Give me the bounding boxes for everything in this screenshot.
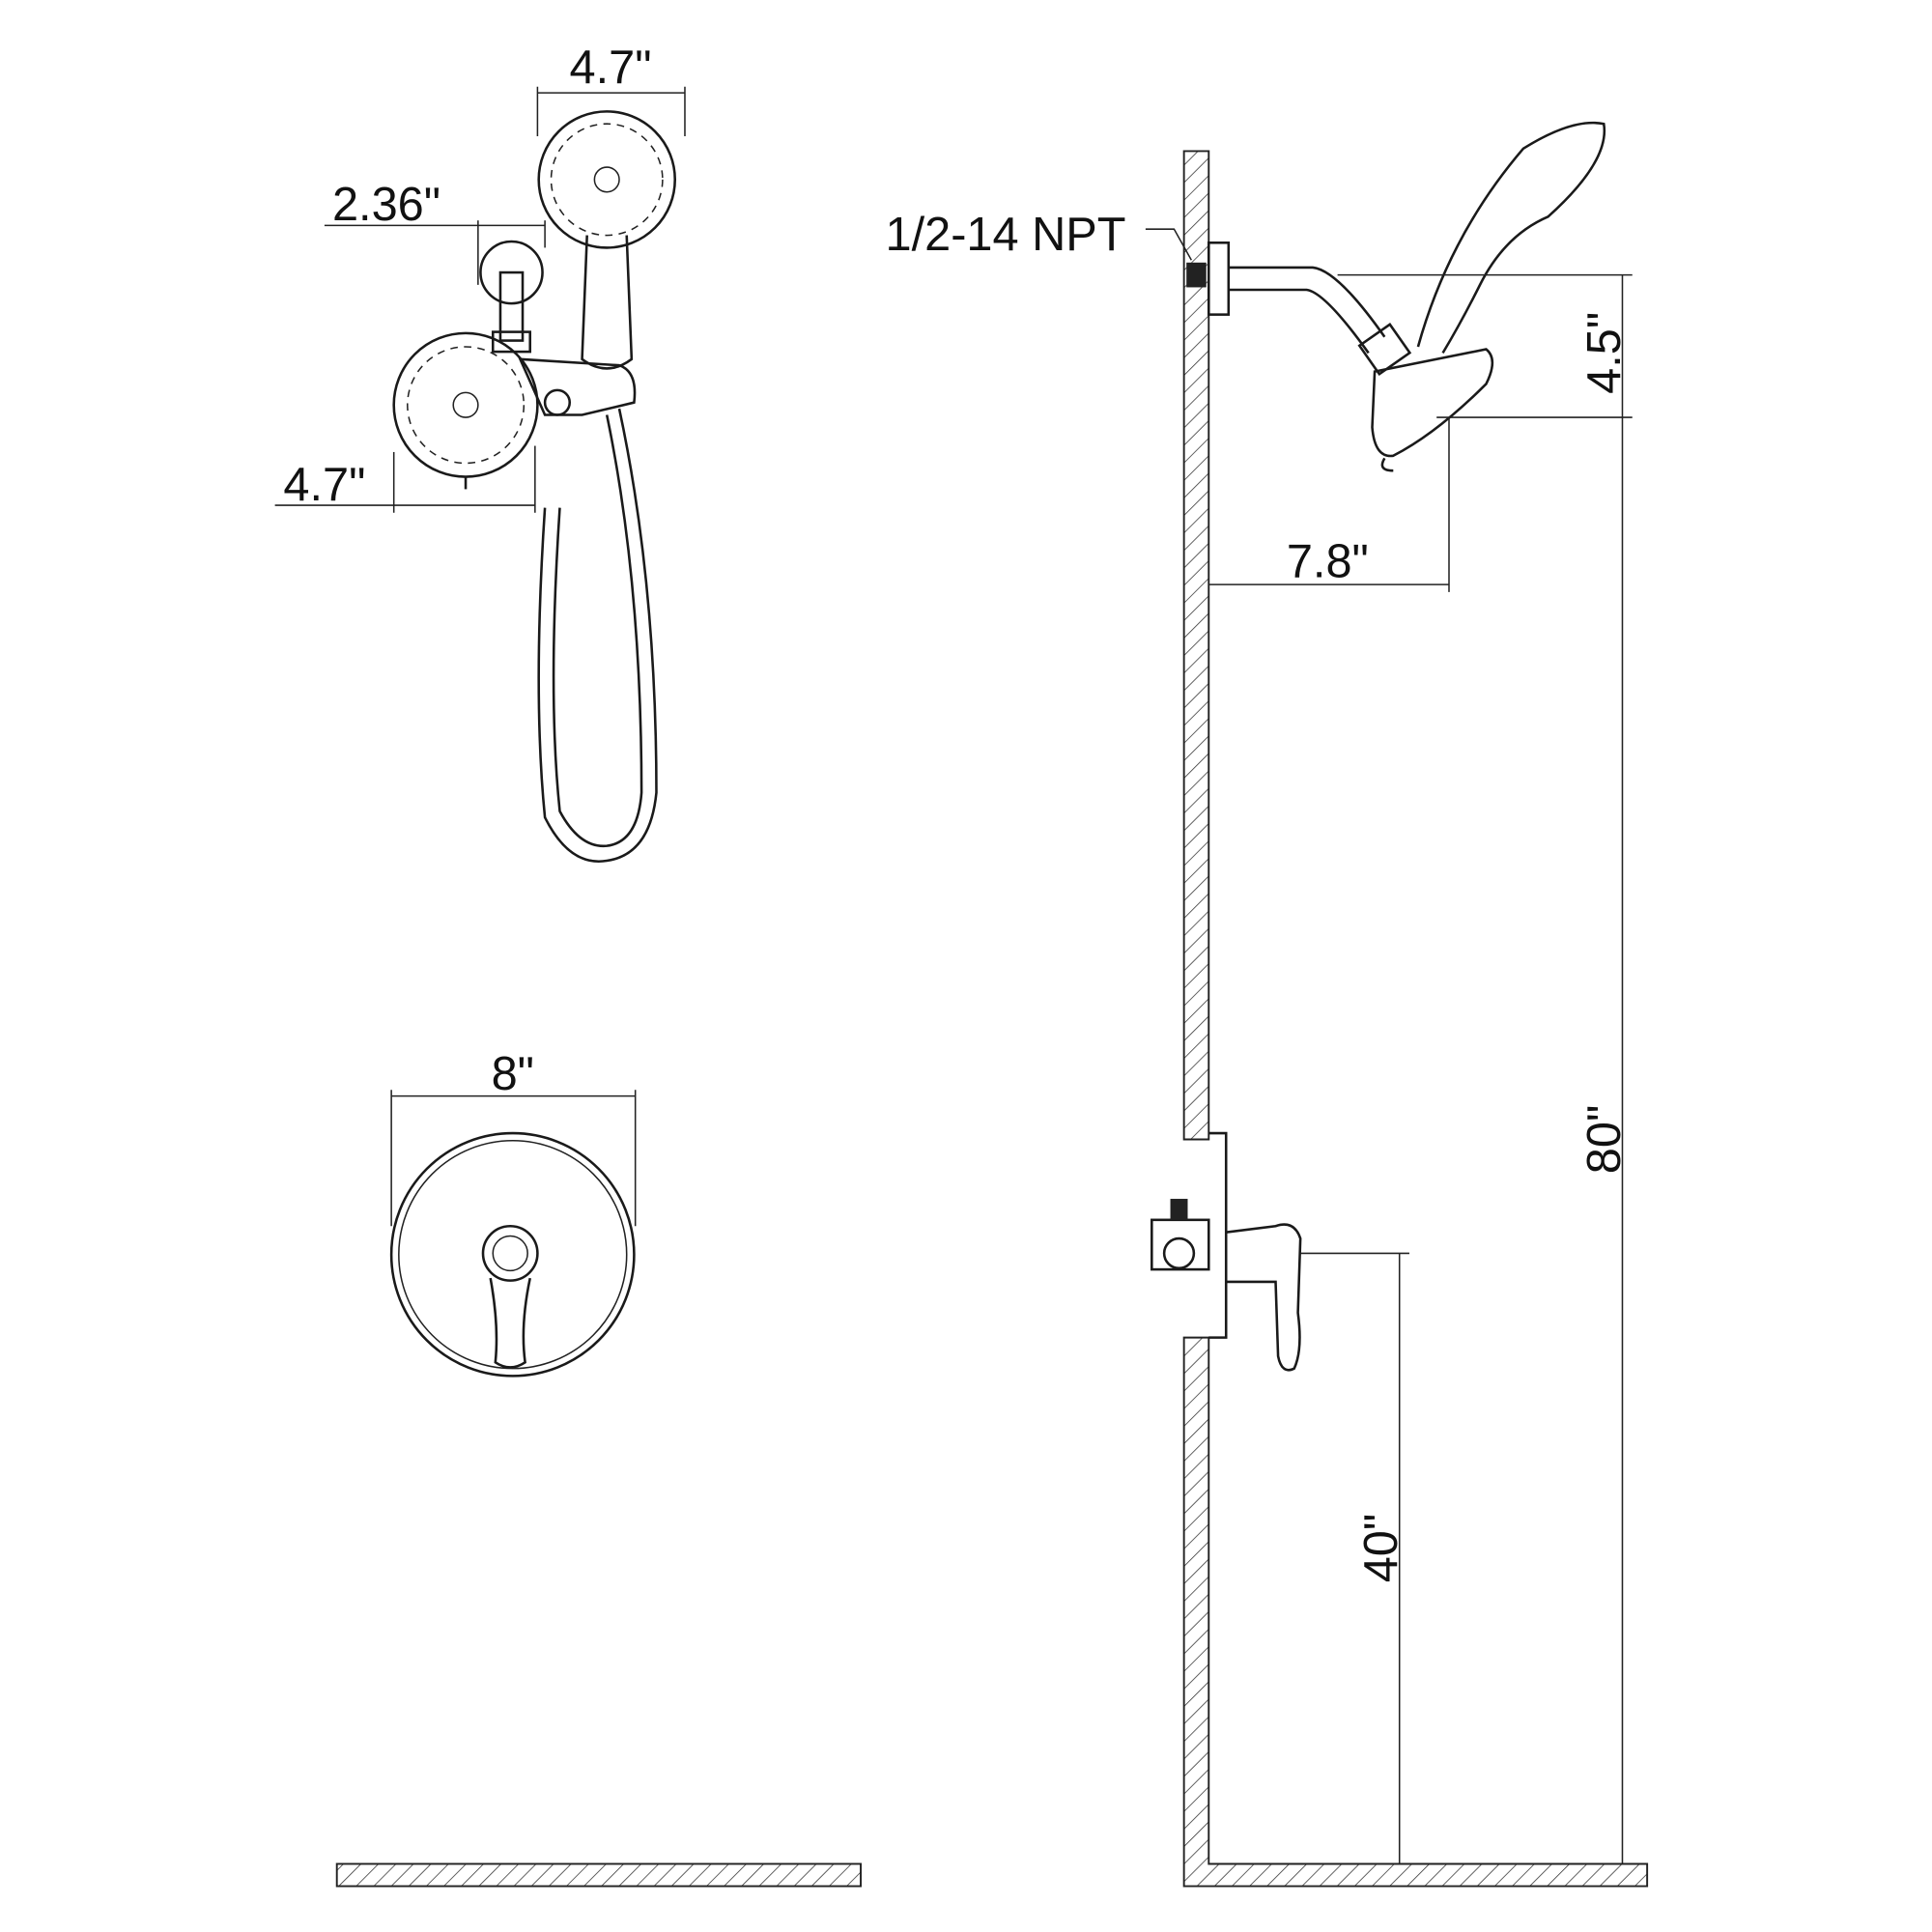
handheld-width-label: 4.7" bbox=[570, 42, 652, 94]
side-shower-arm bbox=[1228, 266, 1386, 355]
trim-plate bbox=[389, 1131, 636, 1378]
lever-handle bbox=[489, 1277, 531, 1369]
arm-reach-label: 7.8" bbox=[1287, 535, 1369, 587]
diverter bbox=[518, 357, 637, 416]
handheld-shower-head bbox=[537, 110, 677, 249]
valve-body bbox=[1151, 1218, 1210, 1271]
side-view: 1/2-14 NPT 4.5" 7.8" 80" 40" bbox=[886, 121, 1649, 1888]
arm-offset-label: 2.36" bbox=[332, 179, 440, 231]
side-handheld-head bbox=[1416, 121, 1606, 355]
floor-front bbox=[335, 1862, 862, 1888]
head-height-label: 80" bbox=[1578, 1105, 1631, 1174]
shower-arm bbox=[498, 270, 525, 342]
front-view-shower-heads: 4.7" 2.36" 4.7" bbox=[274, 42, 686, 864]
wall-upper bbox=[1182, 150, 1210, 1141]
npt-fitting bbox=[1186, 262, 1207, 288]
wall-flange bbox=[479, 240, 544, 305]
fixed-shower-head bbox=[392, 331, 539, 478]
fixed-head-width-label: 4.7" bbox=[283, 459, 365, 511]
side-flange bbox=[1208, 242, 1231, 316]
head-drop-label: 4.5" bbox=[1578, 312, 1631, 394]
side-trim-plate bbox=[1208, 1131, 1228, 1339]
trim-diameter-label: 8" bbox=[492, 1048, 534, 1100]
front-view-valve-trim: 8" bbox=[335, 1048, 862, 1888]
handle-hub bbox=[481, 1224, 539, 1282]
wall-lower-floor bbox=[1182, 1336, 1649, 1888]
hose bbox=[537, 408, 658, 864]
side-fixed-head bbox=[1371, 348, 1494, 458]
valve-height-label: 40" bbox=[1355, 1514, 1407, 1582]
handheld-handle bbox=[581, 235, 634, 370]
side-lever-handle bbox=[1226, 1223, 1302, 1372]
thread-label: 1/2-14 NPT bbox=[886, 209, 1126, 261]
